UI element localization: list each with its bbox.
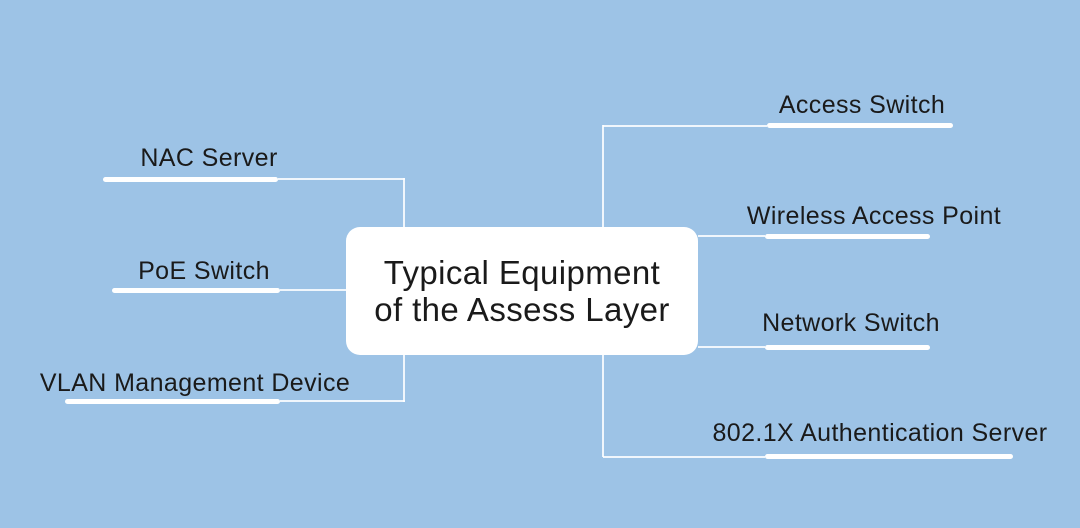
connector-8021x-auth-server	[603, 456, 765, 458]
topic-8021x-auth-server[interactable]: 802.1X Authentication Server	[712, 419, 1048, 447]
topic-poe-switch-underline[interactable]	[112, 288, 280, 293]
topic-nac-server[interactable]: NAC Server	[140, 144, 278, 172]
connector-vlan-management-device-elbow	[403, 354, 405, 402]
topic-poe-switch[interactable]: PoE Switch	[138, 257, 270, 285]
central-topic[interactable]: Typical Equipment of the Assess Layer	[346, 227, 698, 355]
connector-wireless-access-point	[698, 235, 765, 237]
topic-network-switch[interactable]: Network Switch	[762, 309, 940, 337]
connector-network-switch	[698, 346, 765, 348]
connector-nac-server	[278, 178, 405, 180]
topic-access-switch-underline[interactable]	[767, 123, 953, 128]
connector-access-switch	[603, 125, 767, 127]
connector-8021x-auth-server-elbow	[602, 354, 604, 457]
topic-vlan-management-device-underline[interactable]	[65, 399, 280, 404]
topic-access-switch[interactable]: Access Switch	[778, 91, 946, 119]
connector-poe-switch	[280, 289, 347, 291]
topic-vlan-management-device[interactable]: VLAN Management Device	[39, 369, 351, 397]
topic-wireless-access-point-underline[interactable]	[765, 234, 930, 239]
topic-wireless-access-point[interactable]: Wireless Access Point	[746, 202, 1002, 230]
topic-8021x-auth-server-underline[interactable]	[765, 454, 1013, 459]
central-topic-label: Typical Equipment of the Assess Layer	[374, 254, 670, 328]
connector-access-switch-elbow	[602, 125, 604, 228]
topic-network-switch-underline[interactable]	[765, 345, 930, 350]
connector-vlan-management-device	[280, 400, 405, 402]
connector-nac-server-elbow	[403, 178, 405, 228]
topic-nac-server-underline[interactable]	[103, 177, 278, 182]
